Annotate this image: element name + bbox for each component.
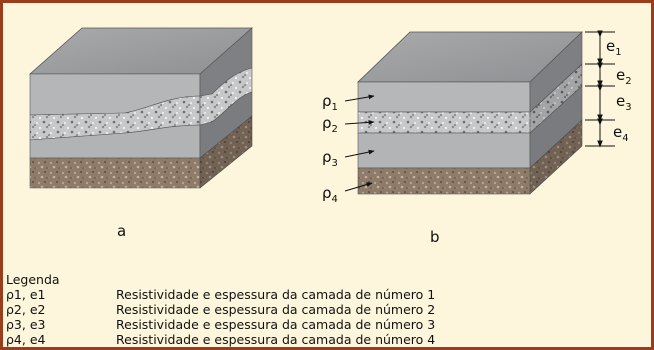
e-label-2: e2: [616, 66, 632, 87]
rho-arrow-3: [344, 149, 375, 158]
legend: Legenda ρ1, e1 Resistividade e espessura…: [6, 272, 646, 347]
e-label-1: e1: [606, 37, 622, 58]
block-b-layer4-front: [357, 167, 531, 195]
rho-label-3: ρ3: [322, 148, 338, 169]
legend-symbol: ρ2, e2: [6, 302, 46, 317]
legend-row: ρ2, e2 Resistividade e espessura da cama…: [6, 302, 646, 317]
legend-symbol: ρ4, e4: [6, 332, 46, 347]
block-b-layer3-front: [357, 132, 531, 169]
block-b-layer4-side: [529, 119, 583, 195]
rho-arrow-4: [344, 182, 373, 192]
rho-labels: ρ1 ρ2 ρ3 ρ4: [322, 92, 375, 205]
legend-title: Legenda: [6, 272, 60, 287]
legend-row: ρ1, e1 Resistividade e espessura da cama…: [6, 287, 646, 302]
e-label-4: e4: [613, 123, 629, 144]
block-b-layer1-front: [357, 81, 531, 113]
caption-a: a: [117, 222, 126, 240]
block-a-layer4-side: [199, 115, 253, 189]
block-diagram-a: [28, 27, 254, 189]
block-a-layer4-front: [29, 157, 201, 189]
thickness-markers: [585, 30, 615, 148]
thickness-labels: e1 e2 e3 e4: [606, 37, 632, 144]
legend-row: ρ4, e4 Resistividade e espessura da cama…: [6, 332, 646, 347]
rho-label-1: ρ1: [322, 92, 338, 113]
rho-arrow-1: [344, 94, 375, 102]
caption-b: b: [430, 228, 440, 246]
legend-row: ρ3, e3 Resistividade e espessura da cama…: [6, 317, 646, 332]
rho-arrow-2: [344, 119, 375, 125]
legend-symbol: ρ3, e3: [6, 317, 46, 332]
block-diagram-b: [357, 31, 583, 195]
legend-text: Resistividade e espessura da camada de n…: [116, 302, 436, 317]
legend-symbol: ρ1, e1: [6, 287, 46, 302]
block-b-layer2-front: [357, 111, 531, 134]
block-a-layer3-side: [199, 91, 253, 159]
legend-text: Resistividade e espessura da camada de n…: [116, 287, 436, 302]
rho-label-4: ρ4: [322, 184, 338, 205]
legend-text: Resistividade e espessura da camada de n…: [116, 317, 436, 332]
legend-text: Resistividade e espessura da camada de n…: [116, 332, 436, 347]
e-label-3: e3: [616, 92, 632, 113]
rho-label-2: ρ2: [322, 114, 338, 135]
